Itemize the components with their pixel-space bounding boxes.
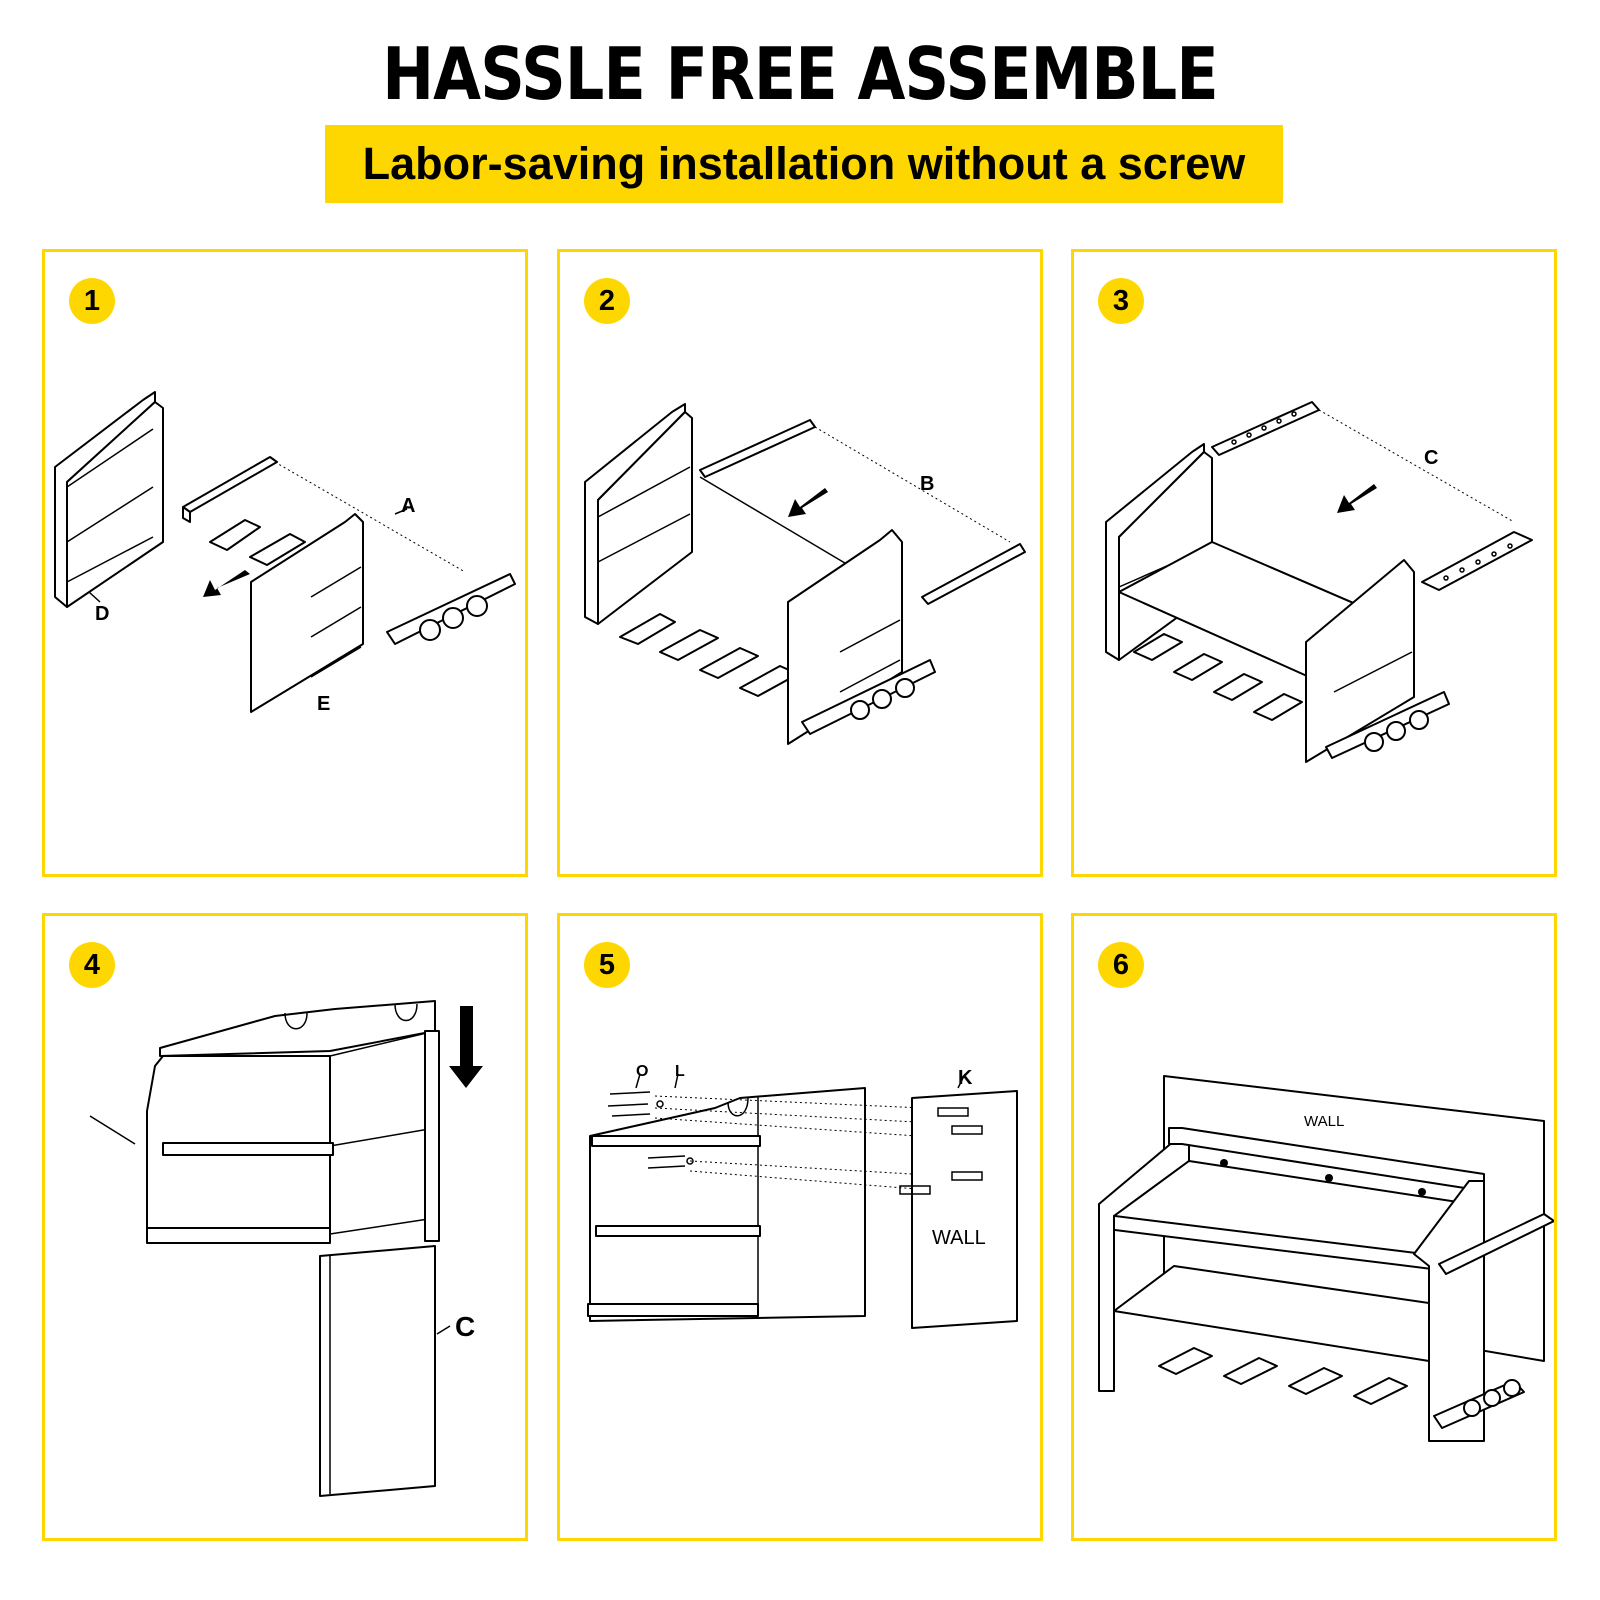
wall-label: WALL — [932, 1227, 986, 1249]
label-o: O — [636, 1063, 648, 1080]
step-number-badge: 5 — [584, 942, 630, 988]
step-number-badge: 1 — [69, 278, 115, 324]
step-number-badge: 2 — [584, 278, 630, 324]
step-panel-2: 2 B — [557, 249, 1043, 877]
label-d: D — [95, 603, 109, 625]
subtitle-text: Labor-saving installation without a scre… — [362, 138, 1246, 189]
shelf-b — [699, 419, 816, 478]
subtitle-banner: Labor-saving installation without a scre… — [325, 125, 1283, 203]
step-panel-1: 1 A D E — [42, 249, 528, 877]
step-panel-6: 6 WALL — [1071, 913, 1557, 1541]
step-panel-3: 3 C — [1071, 249, 1557, 877]
step-number-badge: 4 — [69, 942, 115, 988]
label-e: E — [317, 693, 330, 715]
side-panel-right — [1305, 559, 1415, 763]
label-c: C — [1424, 447, 1438, 469]
side-panel-right — [787, 529, 903, 745]
page-title: HASSLE FREE ASSEMBLE — [382, 32, 1218, 116]
step-3-illustration: C — [1105, 401, 1533, 763]
wall-board — [911, 1090, 1018, 1329]
step-2-illustration: B — [584, 403, 1026, 745]
step-panel-4: 4 C — [42, 913, 528, 1541]
step-1-illustration: A D E — [54, 391, 516, 715]
label-k: K — [958, 1067, 973, 1089]
rack-right-side — [1413, 1180, 1485, 1442]
step-4-illustration: C — [89, 1000, 483, 1497]
step-5-illustration: O L K WALL — [587, 1063, 1018, 1329]
step-number-badge: 3 — [1098, 278, 1144, 324]
rack-side — [589, 1087, 866, 1322]
label-a: A — [401, 495, 415, 517]
step-number-badge: 6 — [1098, 942, 1144, 988]
label-c: C — [455, 1311, 475, 1342]
panel-c — [319, 1245, 436, 1497]
shelf-bar-a — [182, 456, 278, 513]
step-6-illustration: WALL — [1098, 1075, 1554, 1442]
label-l: L — [675, 1063, 685, 1080]
side-panel-e — [250, 513, 364, 713]
wall-label: WALL — [1304, 1113, 1344, 1130]
step-panel-5: 5 O L K WALL — [557, 913, 1043, 1541]
label-b: B — [920, 473, 934, 495]
